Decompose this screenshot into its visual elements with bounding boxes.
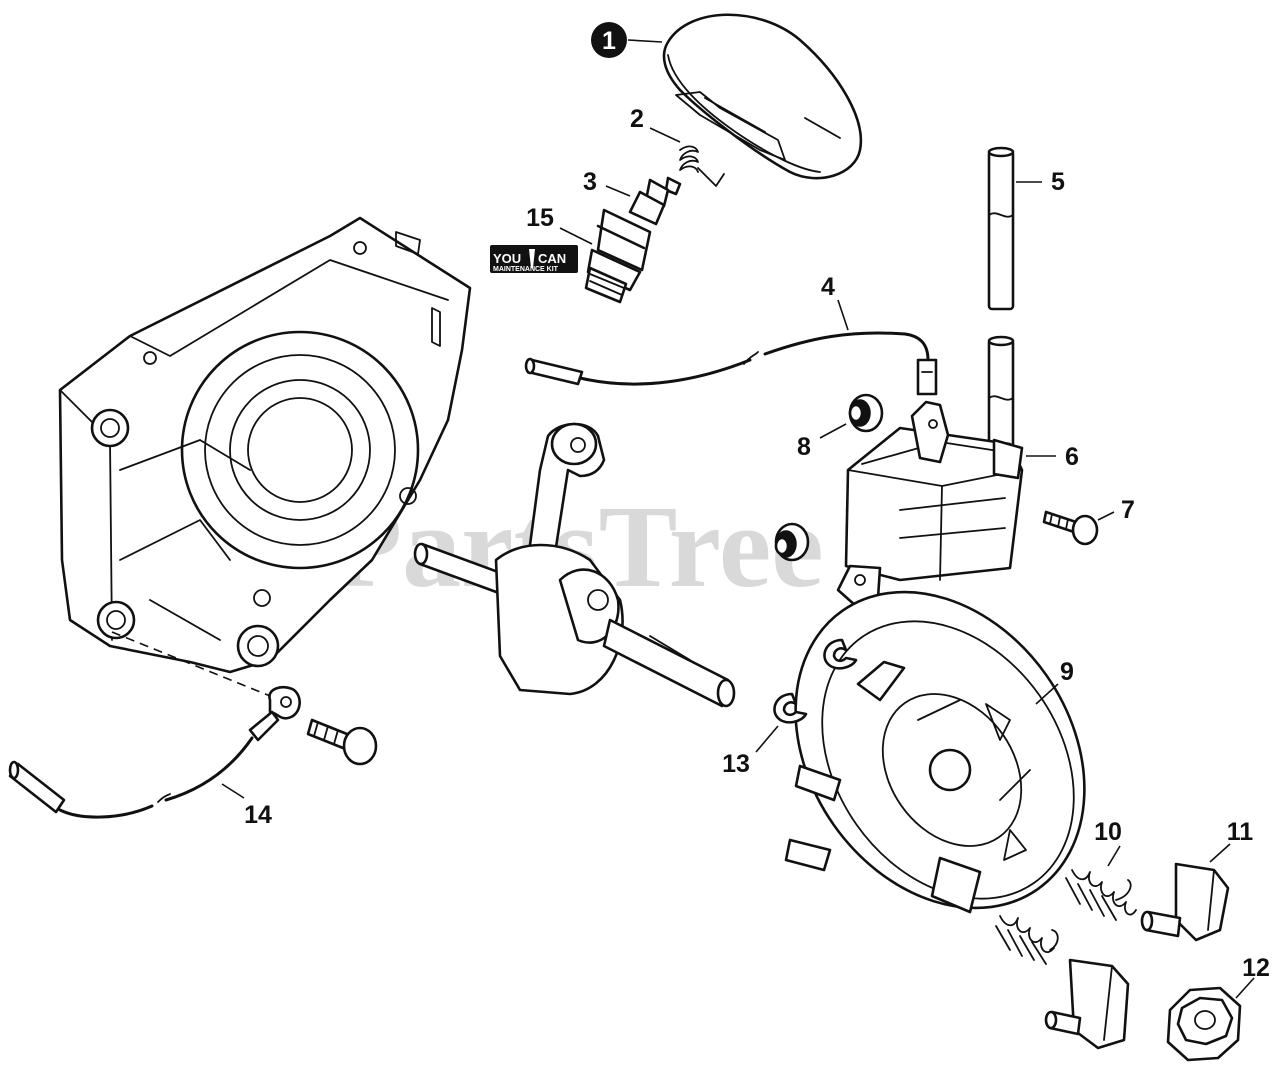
leader-13 bbox=[755, 725, 779, 753]
callout-1-marker bbox=[591, 22, 627, 58]
leader-15 bbox=[559, 227, 593, 245]
part-6-ignition-coil[interactable] bbox=[836, 400, 1024, 608]
leader-7 bbox=[1097, 511, 1115, 521]
callout-3: 3 bbox=[583, 168, 597, 196]
part-12-nut[interactable] bbox=[1166, 986, 1242, 1062]
callout-4: 4 bbox=[821, 273, 835, 301]
callout-2: 2 bbox=[630, 105, 644, 133]
part-14-ground-screw[interactable] bbox=[306, 718, 378, 766]
badge-subtitle: MAINTENANCE KIT bbox=[493, 266, 559, 273]
callout-6: 6 bbox=[1065, 443, 1079, 471]
part-14-ground-wire[interactable] bbox=[8, 631, 301, 819]
leader-8 bbox=[819, 423, 847, 439]
callout-9: 9 bbox=[1060, 658, 1074, 686]
part-10-spring-second[interactable] bbox=[995, 915, 1059, 965]
callout-8: 8 bbox=[797, 433, 811, 461]
part-11-pawl-second[interactable] bbox=[1044, 958, 1130, 1050]
part-4-ignition-wire[interactable] bbox=[524, 331, 938, 396]
part-8-grommet[interactable] bbox=[848, 393, 884, 433]
leader-2 bbox=[649, 127, 681, 143]
callout-13: 13 bbox=[722, 750, 750, 778]
part-7-screw[interactable] bbox=[1042, 510, 1099, 546]
callout-11: 11 bbox=[1227, 818, 1254, 846]
leader-4 bbox=[837, 299, 849, 331]
part-3-spark-plug[interactable] bbox=[584, 176, 682, 304]
leader-3 bbox=[605, 185, 631, 197]
part-13-e-clip-second[interactable] bbox=[773, 692, 808, 724]
leader-12 bbox=[1235, 977, 1255, 999]
part-13-e-clip[interactable] bbox=[823, 638, 858, 670]
leader-1 bbox=[627, 39, 663, 43]
youcan-maintenance-kit-badge: YOU CAN MAINTENANCE KIT bbox=[490, 245, 578, 273]
callout-5: 5 bbox=[1051, 168, 1065, 196]
part-9-flywheel[interactable] bbox=[736, 536, 1144, 964]
callout-14: 14 bbox=[244, 801, 272, 829]
wrench-icon bbox=[529, 249, 535, 268]
leader-10 bbox=[1107, 845, 1121, 867]
part-5-tube[interactable] bbox=[987, 146, 1015, 462]
part-8-grommet-second[interactable] bbox=[774, 522, 810, 562]
part-11-pawl[interactable] bbox=[1140, 862, 1230, 942]
crankshaft[interactable] bbox=[413, 422, 736, 708]
part-1-knob[interactable] bbox=[662, 13, 863, 180]
badge-title-left: YOU bbox=[493, 251, 521, 266]
leader-9 bbox=[1035, 683, 1059, 705]
crankcase-half[interactable] bbox=[58, 216, 472, 674]
part-10-spring[interactable] bbox=[1065, 869, 1137, 921]
badge-title-right: CAN bbox=[538, 251, 566, 266]
part-2-spring[interactable] bbox=[679, 145, 725, 187]
callout-15: 15 bbox=[526, 204, 554, 232]
callout-1: 1 bbox=[602, 27, 616, 55]
callout-7: 7 bbox=[1121, 496, 1135, 524]
callout-10: 10 bbox=[1094, 818, 1122, 846]
leader-11 bbox=[1209, 843, 1231, 863]
callout-12: 12 bbox=[1242, 954, 1270, 982]
leader-14 bbox=[221, 783, 245, 799]
